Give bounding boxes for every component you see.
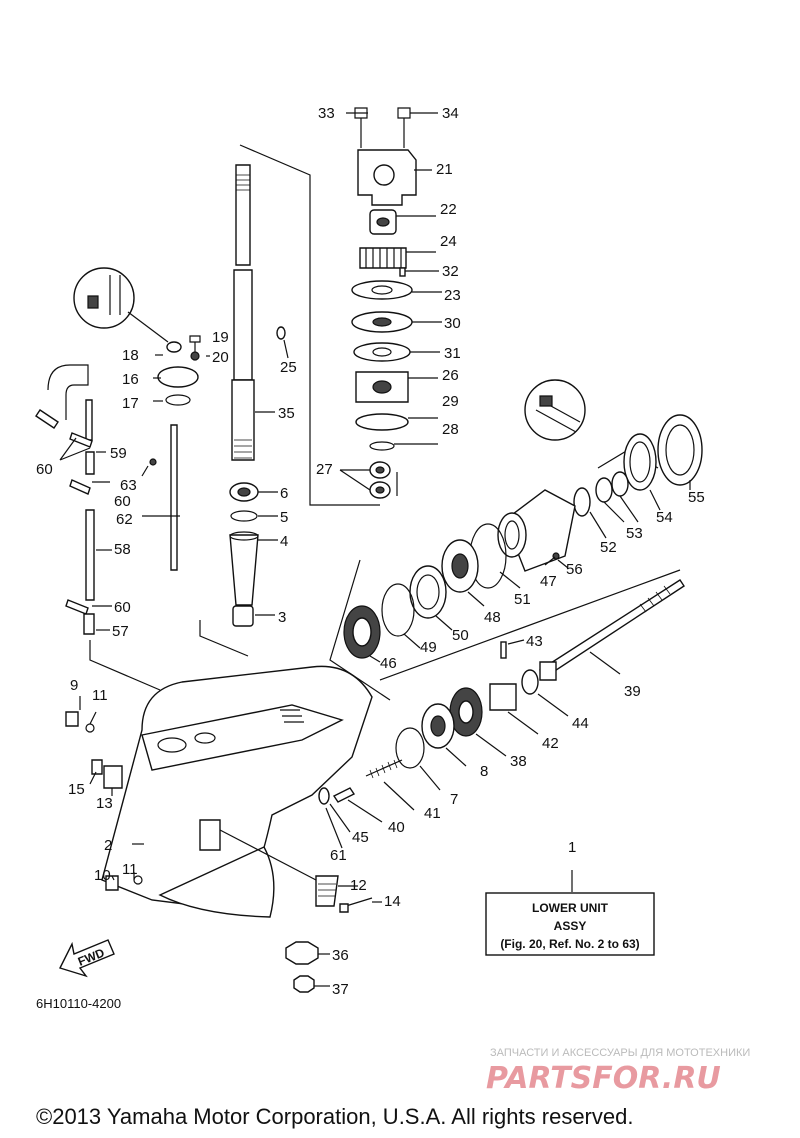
fwd-arrow: FWD — [59, 939, 115, 978]
callout-40: 40 — [388, 819, 405, 836]
callout-26: 26 — [442, 367, 459, 384]
fwd-label: FWD — [76, 945, 107, 968]
callout-6: 6 — [280, 485, 288, 502]
callout-37: 37 — [332, 981, 349, 998]
callout-8: 8 — [480, 763, 488, 780]
callout-50: 50 — [452, 627, 469, 644]
gear-case-housing — [101, 665, 373, 918]
callout-46: 46 — [380, 655, 397, 672]
callout-48: 48 — [484, 609, 501, 626]
callout-30: 30 — [444, 315, 461, 332]
callout-10: 10 — [94, 867, 111, 884]
callout-18: 18 — [122, 347, 139, 364]
callout-38: 38 — [510, 753, 527, 770]
callout-19: 19 — [212, 329, 229, 346]
callout-31: 31 — [444, 345, 461, 362]
callout-63: 63 — [120, 477, 137, 494]
callout-51: 51 — [514, 591, 531, 608]
callout-60-top: 60 — [36, 461, 53, 478]
callout-15: 15 — [68, 781, 85, 798]
callout-13: 13 — [96, 795, 113, 812]
callout-59: 59 — [110, 445, 127, 462]
callout-17: 17 — [122, 395, 139, 412]
water-pump-group — [339, 107, 442, 499]
assy-box-line1: LOWER UNIT — [532, 901, 609, 915]
callout-45: 45 — [352, 829, 369, 846]
copyright-notice: ©2013 Yamaha Motor Corporation, U.S.A. A… — [36, 1104, 633, 1129]
callout-28: 28 — [442, 421, 459, 438]
callout-41: 41 — [424, 805, 441, 822]
callout-49: 49 — [420, 639, 437, 656]
callout-43: 43 — [526, 633, 543, 650]
drive-shaft-group — [229, 164, 289, 627]
callout-21: 21 — [436, 161, 453, 178]
callout-55: 55 — [688, 489, 705, 506]
callout-4: 4 — [280, 533, 288, 550]
callout-25: 25 — [280, 359, 297, 376]
callout-12: 12 — [350, 877, 367, 894]
fasteners-group — [65, 696, 382, 993]
callout-53: 53 — [626, 525, 643, 542]
propeller-shaft-group — [318, 379, 703, 849]
shift-rod-group — [35, 267, 210, 635]
callout-11-bottom: 11 — [122, 861, 138, 878]
callout-23: 23 — [444, 287, 461, 304]
callout-5: 5 — [280, 509, 288, 526]
callout-7: 7 — [450, 791, 458, 808]
callout-60-bottom: 60 — [114, 599, 131, 616]
callout-61: 61 — [330, 847, 347, 864]
callout-11-top: 11 — [92, 687, 108, 704]
callout-1: 1 — [568, 839, 576, 856]
callout-20: 20 — [212, 349, 229, 366]
assy-box-line3: (Fig. 20, Ref. No. 2 to 63) — [500, 937, 639, 951]
callout-24: 24 — [440, 233, 457, 250]
callout-62: 62 — [116, 511, 133, 528]
callout-35: 35 — [278, 405, 295, 422]
watermark-brand-logo: PARTSFOR.RU — [486, 1061, 721, 1096]
callout-60-mid: 60 — [114, 493, 131, 510]
callout-3: 3 — [278, 609, 286, 626]
callout-22: 22 — [440, 201, 457, 218]
callout-54: 54 — [656, 509, 673, 526]
callout-42: 42 — [542, 735, 559, 752]
callout-39: 39 — [624, 683, 641, 700]
callout-9: 9 — [70, 677, 78, 694]
callout-29: 29 — [442, 393, 459, 410]
callout-32: 32 — [442, 263, 459, 280]
callout-52: 52 — [600, 539, 617, 556]
drawing-code: 6H10110-4200 — [36, 996, 121, 1011]
callout-labels: 33 34 21 22 24 32 23 30 31 26 29 28 27 1… — [36, 105, 705, 998]
assy-box: LOWER UNIT ASSY (Fig. 20, Ref. No. 2 to … — [485, 870, 655, 956]
watermark-tagline: ЗАПЧАСТИ И АКСЕССУАРЫ ДЛЯ МОТОТЕХНИКИ — [490, 1047, 750, 1059]
callout-34: 34 — [442, 105, 459, 122]
callout-56: 56 — [566, 561, 583, 578]
callout-14: 14 — [384, 893, 401, 910]
callout-2: 2 — [104, 837, 112, 854]
callout-44: 44 — [572, 715, 589, 732]
callout-58: 58 — [114, 541, 131, 558]
assy-box-line2: ASSY — [554, 919, 587, 933]
callout-57: 57 — [112, 623, 129, 640]
callout-16: 16 — [122, 371, 139, 388]
callout-36: 36 — [332, 947, 349, 964]
callout-33: 33 — [318, 105, 335, 122]
callout-47: 47 — [540, 573, 557, 590]
callout-27: 27 — [316, 461, 333, 478]
